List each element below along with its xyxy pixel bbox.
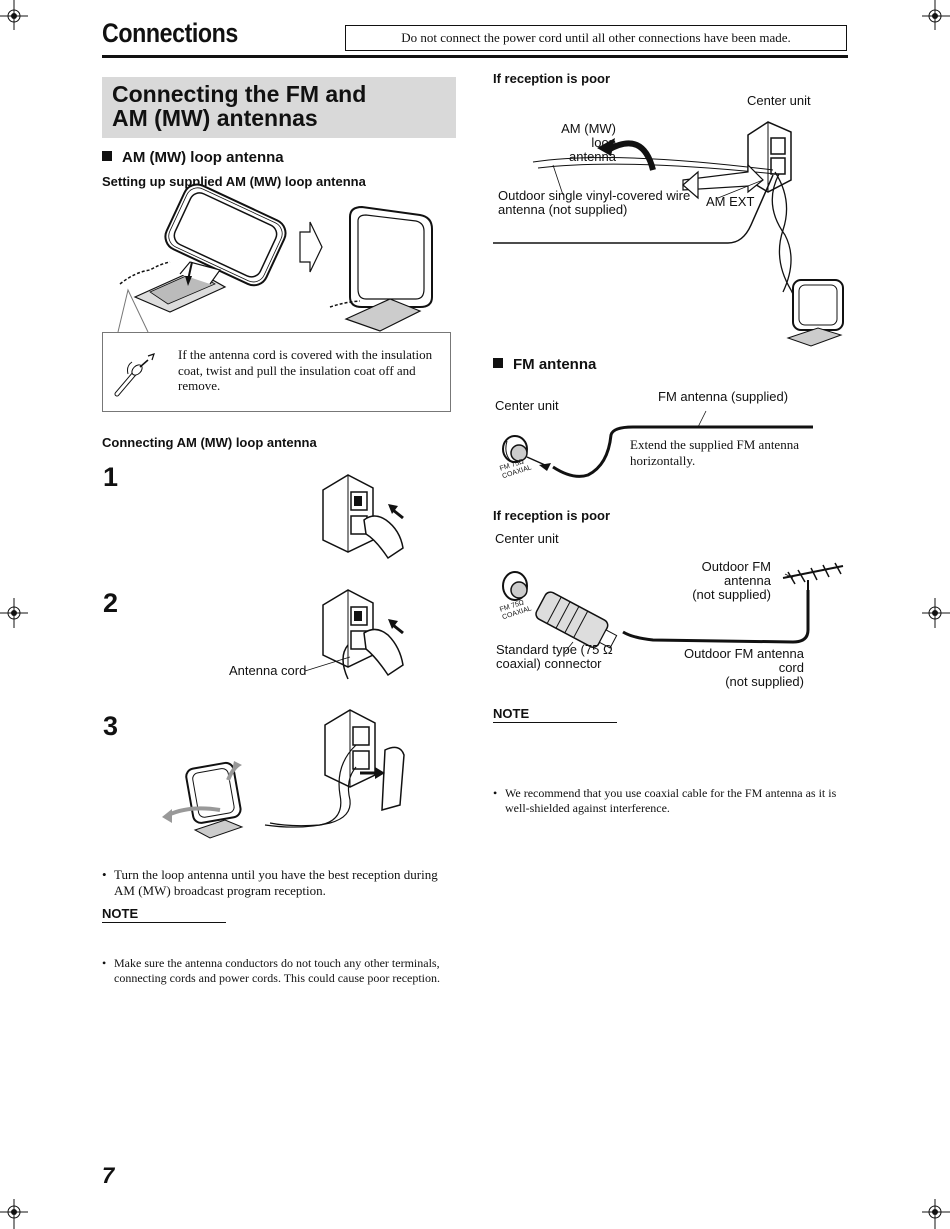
registration-mark-icon	[922, 0, 950, 30]
leader-line	[304, 656, 351, 672]
note-heading: NOTE	[493, 706, 530, 721]
insulation-note-line: remove.	[178, 378, 221, 393]
setup-heading: Setting up supplied AM (MW) loop antenna	[102, 174, 366, 189]
outdoor-cord-label: Outdoor FM antenna cord (not supplied)	[660, 647, 804, 689]
fm-antenna-heading-text: FM antenna	[513, 356, 597, 373]
left-note: Make sure the antenna conductors do not …	[102, 956, 469, 986]
fm-supplied-label: FM antenna (supplied)	[658, 389, 789, 404]
step-number: 1	[103, 462, 119, 492]
fm-antenna-heading: FM antenna	[493, 356, 596, 373]
outdoor-fm-label-line: Outdoor FM antenna	[701, 559, 771, 588]
title-rule	[102, 55, 848, 58]
center-unit-label: Center unit	[747, 93, 811, 108]
poor-reception-heading: If reception is poor	[493, 71, 611, 86]
section-title-line: AM (MW) antennas	[112, 105, 318, 131]
am-loop-label-line: antenna	[569, 149, 616, 164]
am-antenna-heading: AM (MW) loop antenna	[102, 149, 284, 166]
section-title-box	[102, 77, 456, 138]
insulation-info-box	[102, 332, 451, 412]
connected-loop-antenna-illustration	[162, 709, 405, 839]
extend-instruction-line: Extend the supplied FM antenna	[630, 437, 799, 452]
square-bullet-icon	[493, 358, 503, 368]
twist-cord-icon	[114, 353, 155, 397]
turn-antenna-tip-line: AM (MW) broadcast program reception.	[114, 882, 326, 898]
poor-reception-heading: If reception is poor	[493, 508, 611, 523]
outdoor-fm-antenna-illustration	[502, 562, 844, 653]
turn-antenna-tip-line: Turn the loop antenna until you have the…	[114, 867, 438, 882]
section-title: Connecting the FM and AM (MW) antennas	[112, 82, 366, 130]
left-note-line: connecting cords and power cords. This c…	[114, 971, 441, 985]
registration-mark-icon	[0, 598, 28, 628]
am-outdoor-antenna-illustration	[493, 121, 844, 347]
left-note-line: Make sure the antenna conductors do not …	[114, 956, 440, 970]
outdoor-wire-label-line: Outdoor single vinyl-covered wire	[498, 188, 691, 203]
am-loop-label: AM (MW) loop antenna	[537, 122, 616, 164]
page-title: Connections	[102, 18, 238, 48]
outdoor-wire-label: Outdoor single vinyl-covered wire antenn…	[498, 189, 690, 217]
page-number: 7	[102, 1163, 115, 1188]
note-heading: NOTE	[102, 906, 139, 921]
callout-pointer	[117, 288, 149, 333]
insulation-note-line: coat, twist and pull the insulation coat…	[178, 362, 416, 378]
am-antenna-heading-text: AM (MW) loop antenna	[122, 149, 284, 166]
outdoor-cord-label-line: (not supplied)	[725, 674, 804, 689]
connect-heading: Connecting AM (MW) loop antenna	[102, 435, 317, 450]
step-number: 2	[103, 588, 119, 618]
section-title-line: Connecting the FM and	[112, 81, 367, 107]
right-note-line: well-shielded against interference.	[505, 801, 670, 815]
registration-mark-icon	[922, 1199, 950, 1229]
terminal-press-illustration	[322, 474, 404, 560]
turn-antenna-tip: Turn the loop antenna until you have the…	[102, 867, 464, 898]
insulation-note-line: If the antenna cord is covered with the …	[178, 347, 433, 362]
right-note-line: We recommend that you use coaxial cable …	[505, 786, 837, 800]
registration-mark-icon	[0, 1199, 28, 1229]
insert-cord-illustration	[322, 589, 404, 680]
square-bullet-icon	[102, 151, 112, 161]
outdoor-cord-label-line: Outdoor FM antenna cord	[684, 646, 804, 675]
standard-connector-label: Standard type (75 Ω coaxial) connector	[496, 643, 613, 671]
fm-supplied-antenna-illustration	[502, 410, 813, 478]
loop-antenna-setup-illustration	[119, 183, 433, 332]
note-rule	[102, 922, 226, 923]
registration-mark-icon	[0, 0, 28, 30]
note-rule	[493, 722, 617, 723]
power-cord-warning: Do not connect the power cord until all …	[345, 25, 847, 51]
standard-connector-label-line: coaxial) connector	[496, 656, 602, 671]
outdoor-fm-label: Outdoor FM antenna (not supplied)	[657, 560, 771, 602]
extend-instruction: Extend the supplied FM antenna horizonta…	[630, 437, 799, 468]
insulation-note: If the antenna cord is covered with the …	[178, 347, 446, 394]
outdoor-wire-label-line: antenna (not supplied)	[498, 202, 628, 217]
extend-instruction-line: horizontally.	[630, 452, 696, 468]
registration-mark-icon	[922, 598, 950, 628]
center-unit-label: Center unit	[495, 531, 559, 546]
outdoor-fm-label-line: (not supplied)	[692, 587, 771, 602]
antenna-cord-label: Antenna cord	[229, 663, 307, 678]
standard-connector-label-line: Standard type (75 Ω	[496, 642, 613, 657]
step-number: 3	[103, 711, 119, 741]
right-note: We recommend that you use coaxial cable …	[493, 786, 865, 816]
center-unit-label: Center unit	[495, 398, 559, 413]
